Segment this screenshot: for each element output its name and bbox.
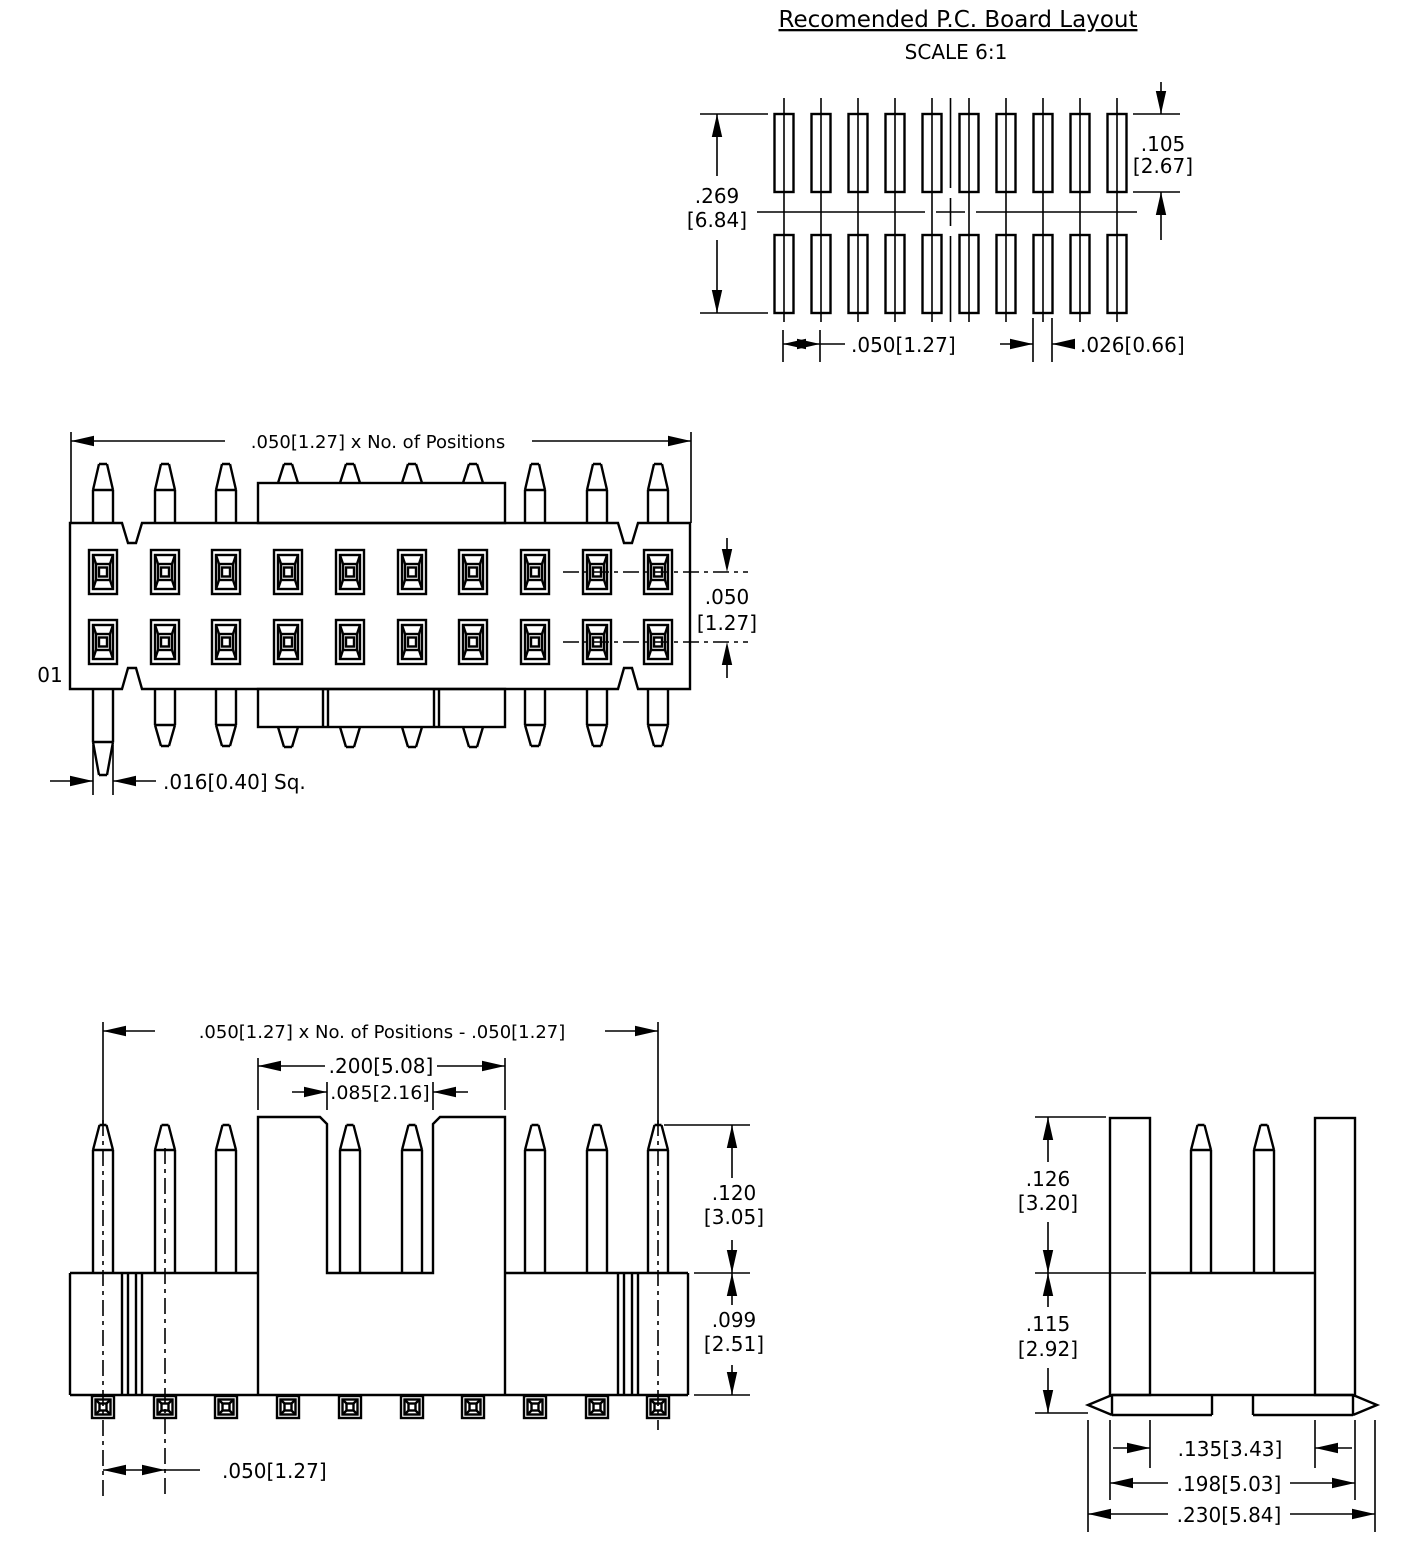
- dim-base-height-mm: [2.92]: [1018, 1337, 1078, 1361]
- pc-board-layout-view: [757, 96, 1137, 324]
- pin-tip: [276, 725, 300, 749]
- dim-pad-width: .026[0.66]: [1080, 333, 1185, 357]
- pad-column: [1032, 96, 1054, 324]
- front-view-dimensions: .050[1.27] x No. of Positions - .050[1.2…: [102, 1022, 764, 1497]
- mating-shroud-top: [256, 481, 507, 525]
- dim-pattern-height-in: .269: [695, 184, 740, 208]
- mating-shroud-bottom: [256, 687, 507, 729]
- pin-tip: [276, 462, 300, 485]
- connector-body-outline: [68, 521, 692, 691]
- pin: [214, 462, 238, 525]
- side-wall-right: [1313, 1116, 1357, 1397]
- pin: [400, 1123, 424, 1275]
- dim-tail-span-outer: .230[5.84]: [1177, 1503, 1282, 1527]
- dim-pin-square: .016[0.40] Sq.: [163, 770, 306, 794]
- pin: [1252, 1123, 1276, 1275]
- dim-overall-width: .050[1.27] x No. of Positions - .050[1.2…: [199, 1022, 566, 1043]
- side-wall-left: [1108, 1116, 1152, 1397]
- dim-body-height-in: .099: [712, 1308, 757, 1332]
- pin: [1189, 1123, 1213, 1275]
- dim-pin-height-in: .120: [712, 1181, 757, 1205]
- solder-tail-plates: [1084, 1393, 1381, 1417]
- pin: [585, 687, 609, 748]
- dim-row-pitch-mm: [1.27]: [697, 611, 757, 635]
- pad-column: [958, 96, 980, 324]
- pin: [338, 1123, 362, 1275]
- pin: [523, 462, 547, 525]
- pad-column: [1106, 96, 1128, 324]
- pad-column: [995, 96, 1017, 324]
- dim-pad-length-in: .105: [1141, 132, 1186, 156]
- body-outline: [68, 1271, 690, 1397]
- side-view-dimensions: .126 [3.20] .115 [2.92] .135[3.43] .198[…: [1018, 1116, 1376, 1532]
- pin: [585, 1123, 609, 1275]
- dim-mating-height-mm: [3.20]: [1018, 1191, 1078, 1215]
- top-view: [68, 462, 692, 777]
- pad-column: [1069, 96, 1091, 324]
- scale-note: SCALE 6:1: [905, 40, 1008, 64]
- pin: [523, 1123, 547, 1275]
- dim-tail-span-inner: .135[3.43]: [1178, 1437, 1283, 1461]
- polarization-rib-lines: [120, 1273, 640, 1395]
- dim-shroud-width: .200[5.08]: [329, 1054, 434, 1078]
- pc-board-layout-dimensions: .269 [6.84] .105 [2.67] .050[1.27] .026[…: [687, 82, 1193, 362]
- pad-column: [773, 96, 795, 324]
- dim-pad-length-mm: [2.67]: [1133, 154, 1193, 178]
- pin: [646, 687, 670, 748]
- position-01-label: 01: [37, 663, 62, 687]
- dim-body-height-mm: [2.51]: [704, 1332, 764, 1356]
- shroud-slot-lines: [321, 689, 441, 727]
- pin: [91, 462, 115, 525]
- dim-overall-width: .050[1.27] x No. of Positions: [251, 432, 505, 453]
- pin: [523, 687, 547, 748]
- dim-pin-height-mm: [3.05]: [704, 1205, 764, 1229]
- pattern-centerlines: [757, 98, 1137, 322]
- dim-tail-span-mid: .198[5.03]: [1177, 1472, 1282, 1496]
- dim-slot-width: .085[2.16]: [330, 1082, 429, 1104]
- center-shroud-outline: [256, 1115, 507, 1395]
- side-view: [1084, 1116, 1381, 1417]
- front-view: [68, 1115, 690, 1420]
- dim-pattern-height-mm: [6.84]: [687, 208, 747, 232]
- pin-tip: [338, 462, 362, 485]
- pin-tip: [461, 725, 485, 749]
- top-view-dimensions: .050[1.27] x No. of Positions .050 [1.27…: [37, 432, 757, 795]
- dim-base-height-in: .115: [1026, 1312, 1071, 1336]
- pin: [214, 687, 238, 748]
- dim-mating-height-in: .126: [1026, 1167, 1071, 1191]
- center-cross-mark: [936, 198, 965, 226]
- pin: [153, 462, 177, 525]
- pin: [646, 462, 670, 525]
- pin-tip: [400, 462, 424, 485]
- drawing-header: Recomended P.C. Board Layout SCALE 6:1: [779, 7, 1138, 64]
- dim-pin-pitch: .050[1.27]: [222, 1459, 327, 1483]
- pad-column: [884, 96, 906, 324]
- pad-column: [847, 96, 869, 324]
- pin-tip: [400, 725, 424, 749]
- pin: [153, 687, 177, 748]
- dim-row-pitch-in: .050: [705, 585, 750, 609]
- pad-column: [810, 96, 832, 324]
- pin-tip: [461, 462, 485, 485]
- solder-tail-row: [90, 1394, 671, 1420]
- page-title: Recomended P.C. Board Layout: [779, 7, 1138, 33]
- pin: [585, 462, 609, 525]
- dim-pad-pitch: .050[1.27]: [851, 333, 956, 357]
- pin: [214, 1123, 238, 1275]
- pad-column: [921, 96, 943, 324]
- pin-01-long: [91, 689, 115, 777]
- pin-tip: [338, 725, 362, 749]
